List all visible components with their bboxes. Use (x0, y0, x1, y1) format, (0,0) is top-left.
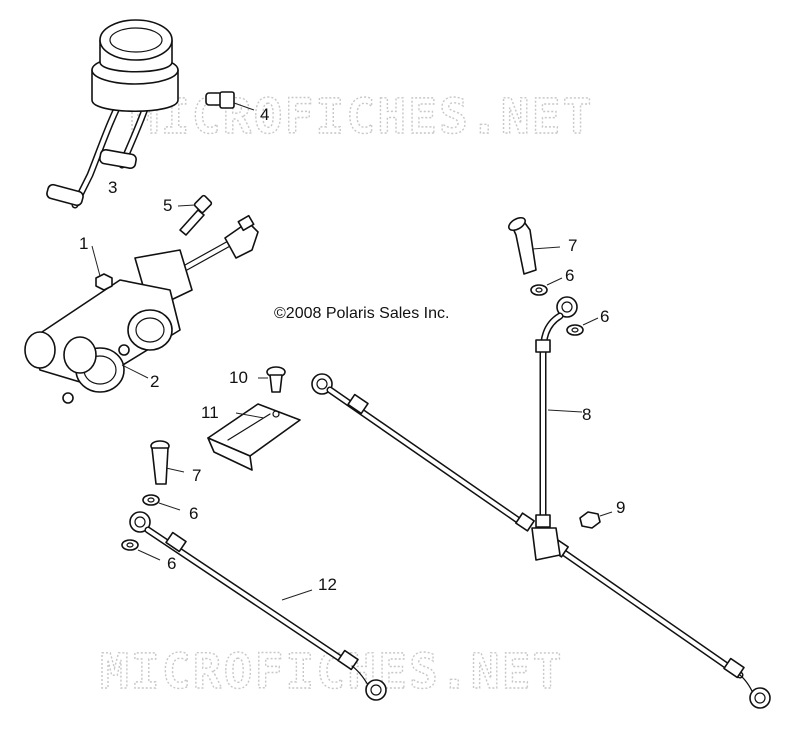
part-t-brake-line (311, 373, 771, 709)
copyright-text: ©2008 Polaris Sales Inc. (274, 305, 449, 322)
part-6-washers-lower (121, 494, 181, 561)
part-8-brake-line-vertical (535, 296, 583, 529)
part-11-clamp-bracket (207, 403, 301, 471)
callout-7a: 7 (568, 236, 577, 255)
callout-6d: 6 (167, 554, 176, 573)
part-7-banjo-bolt-lower (150, 440, 185, 485)
callout-5: 5 (163, 196, 172, 215)
callout-3: 3 (108, 178, 117, 197)
callout-12: 12 (318, 575, 337, 594)
callout-6a: 6 (565, 266, 574, 285)
part-5-bolt (177, 194, 213, 236)
callout-9: 9 (616, 498, 625, 517)
part-12-brake-line-lower (129, 511, 387, 701)
part-7-banjo-bolt-upper (508, 216, 561, 275)
part-9-bleeder-bolt (579, 511, 613, 529)
callout-4: 4 (260, 105, 269, 124)
part-6-washers-upper (530, 277, 599, 336)
part-2-master-cylinder (24, 214, 259, 404)
callout-11: 11 (201, 403, 219, 422)
callout-6c: 6 (189, 504, 198, 523)
part-3-reservoir (46, 19, 179, 209)
callout-8: 8 (582, 405, 591, 424)
part-4-fitting (205, 91, 255, 111)
callout-6b: 6 (600, 307, 609, 326)
callout-1: 1 (79, 234, 88, 253)
callout-2: 2 (150, 372, 159, 391)
part-1-nut (91, 245, 113, 291)
callout-7b: 7 (192, 466, 201, 485)
watermark-top: MICROFICHES.NET (130, 89, 593, 145)
callout-10: 10 (229, 368, 248, 387)
part-10-screw (258, 366, 286, 393)
